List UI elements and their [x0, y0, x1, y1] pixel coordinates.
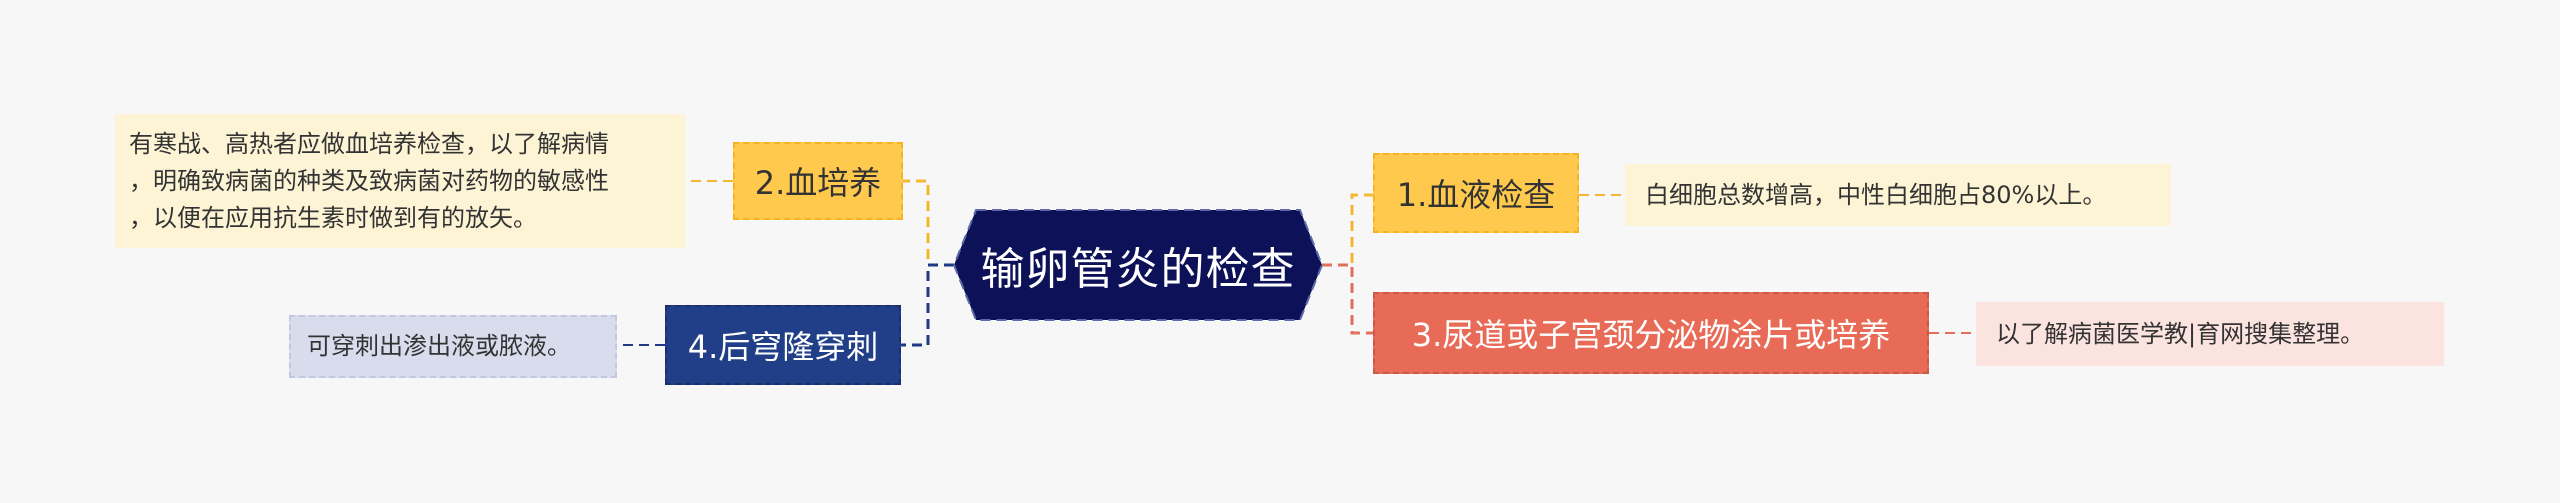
central-topic[interactable]: 输卵管炎的检查	[952, 208, 1324, 322]
branch-blood-test[interactable]: 1.血液检查	[1373, 153, 1579, 233]
link-center-puncture	[901, 263, 954, 347]
central-topic-label: 输卵管炎的检查	[980, 244, 1296, 295]
note-line: ，以便在应用抗生素时做到有的放矢。	[129, 204, 537, 232]
branch-blood-culture[interactable]: 2.血培养	[733, 142, 903, 220]
note-urethra-culture[interactable]: 以了解病菌医学教|育网搜集整理。	[1976, 302, 2444, 366]
note-puncture[interactable]: 可穿刺出渗出液或脓液。	[289, 315, 617, 378]
branch-urethra-culture[interactable]: 3.尿道或子宫颈分泌物涂片或培养	[1373, 292, 1929, 374]
note-line: ，明确致病菌的种类及致病菌对药物的敏感性	[129, 167, 609, 195]
note-blood-culture[interactable]: 有寒战、高热者应做血培养检查，以了解病情 ，明确致病菌的种类及致病菌对药物的敏感…	[115, 114, 685, 248]
note-blood-test[interactable]: 白细胞总数增高，中性白细胞占80%以上。	[1625, 164, 2171, 226]
link-center-blood-culture	[903, 179, 954, 267]
branch-posterior-fornix-puncture[interactable]: 4.后穹隆穿刺	[665, 305, 901, 385]
link-center-urethra-culture	[1322, 263, 1373, 335]
link-center-blood-test	[1322, 193, 1373, 267]
note-line: 有寒战、高热者应做血培养检查，以了解病情	[129, 130, 609, 158]
central-topic-shape	[952, 209, 1324, 321]
